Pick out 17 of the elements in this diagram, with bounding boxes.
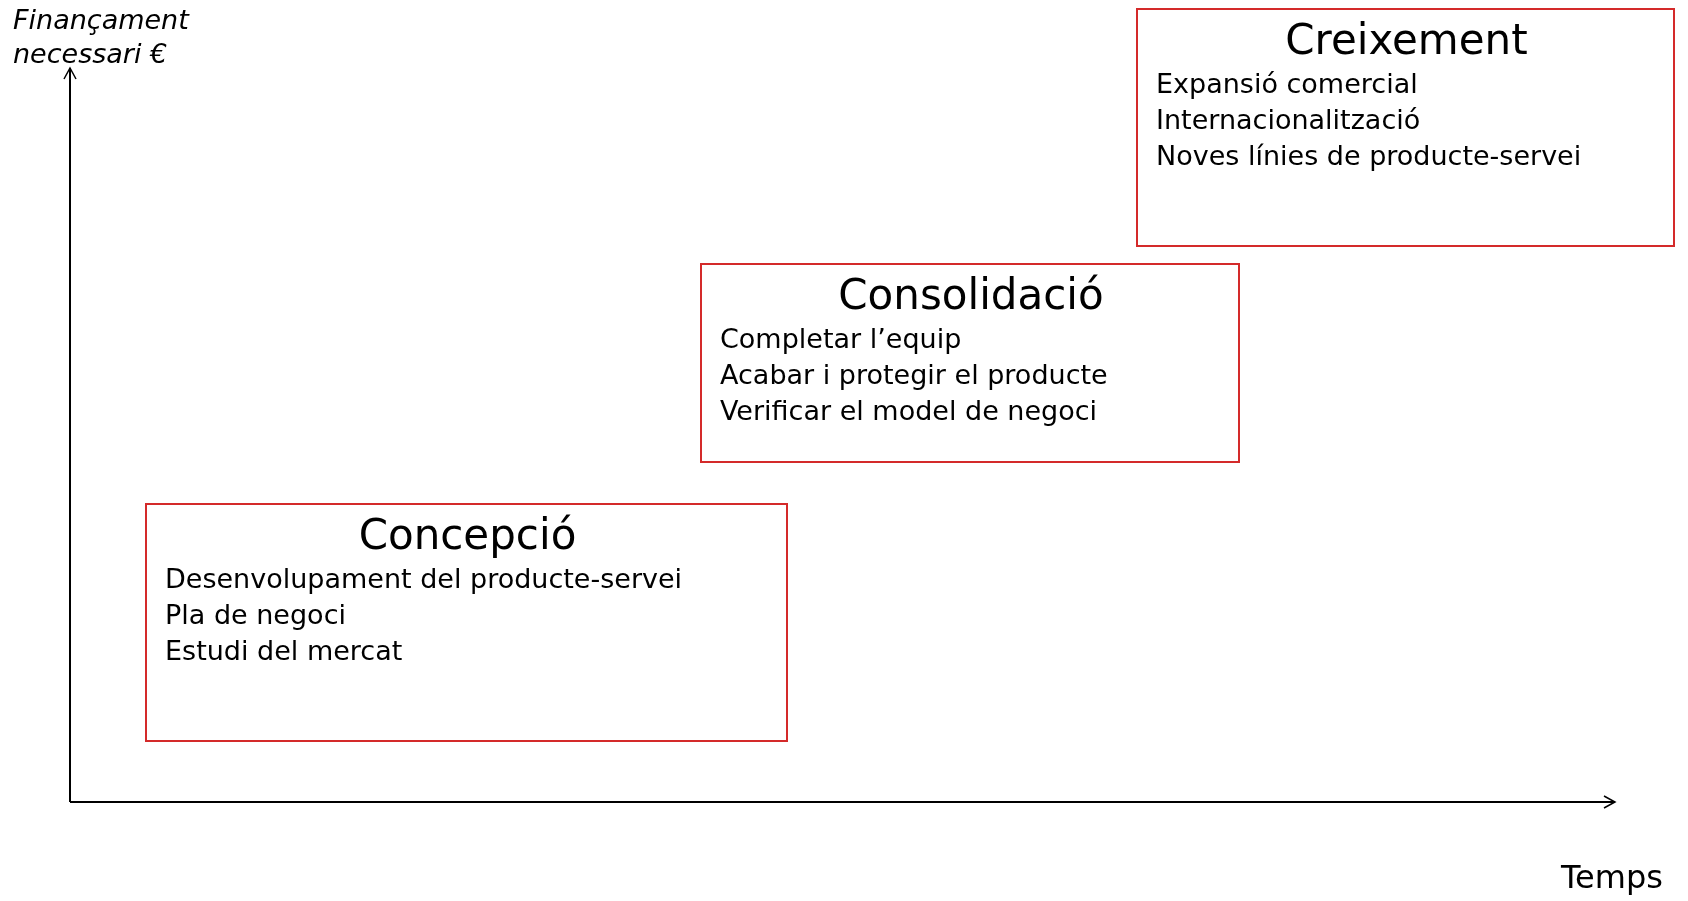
- stage-item: Expansió comercial: [1156, 67, 1419, 101]
- stage-item: Desenvolupament del producte-servei: [165, 562, 684, 596]
- stage-title: Consolidació: [837, 269, 1105, 321]
- stage-box: [700, 263, 1240, 463]
- axis-label: Temps: [1561, 860, 1663, 894]
- stage-title: Concepció: [357, 509, 578, 561]
- stage-box: [145, 503, 788, 742]
- stage-item: Pla de negoci: [165, 598, 347, 632]
- stage-item: Estudi del mercat: [165, 634, 404, 668]
- stage-box: [1136, 8, 1675, 247]
- axis-label: Finançament necessari €: [13, 3, 191, 71]
- stage-title: Creixement: [1284, 14, 1529, 66]
- stage-item: Internacionalització: [1156, 103, 1422, 137]
- stage-item: Noves línies de producte-servei: [1156, 139, 1583, 173]
- stage-item: Verificar el model de negoci: [720, 394, 1099, 428]
- stage-item: Completar l’equip: [720, 322, 963, 356]
- stage-item: Acabar i protegir el producte: [720, 358, 1109, 392]
